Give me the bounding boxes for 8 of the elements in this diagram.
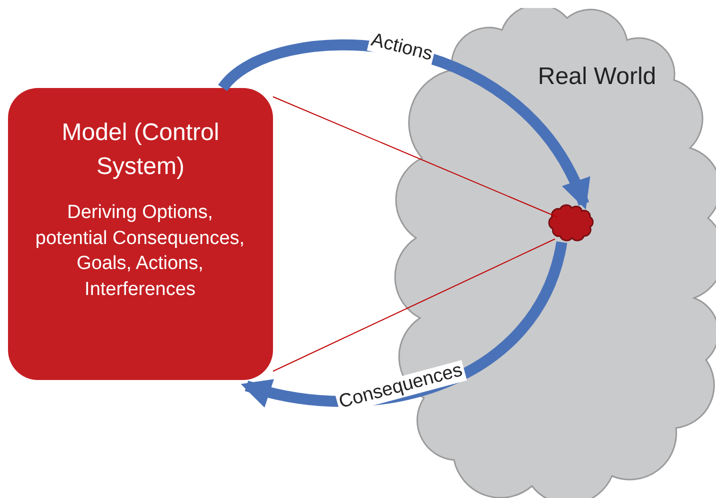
cloud-title: Real World [536, 62, 658, 92]
connector-line [272, 238, 556, 372]
model-box [8, 88, 273, 380]
curved-arrow [218, 40, 589, 210]
box-description: Deriving Options, potential Consequences, Goals, Actions, Interferences [34, 201, 246, 302]
box-title: Model (Control System) [60, 118, 220, 182]
connector-line [272, 96, 558, 218]
curved-arrow [240, 240, 568, 407]
